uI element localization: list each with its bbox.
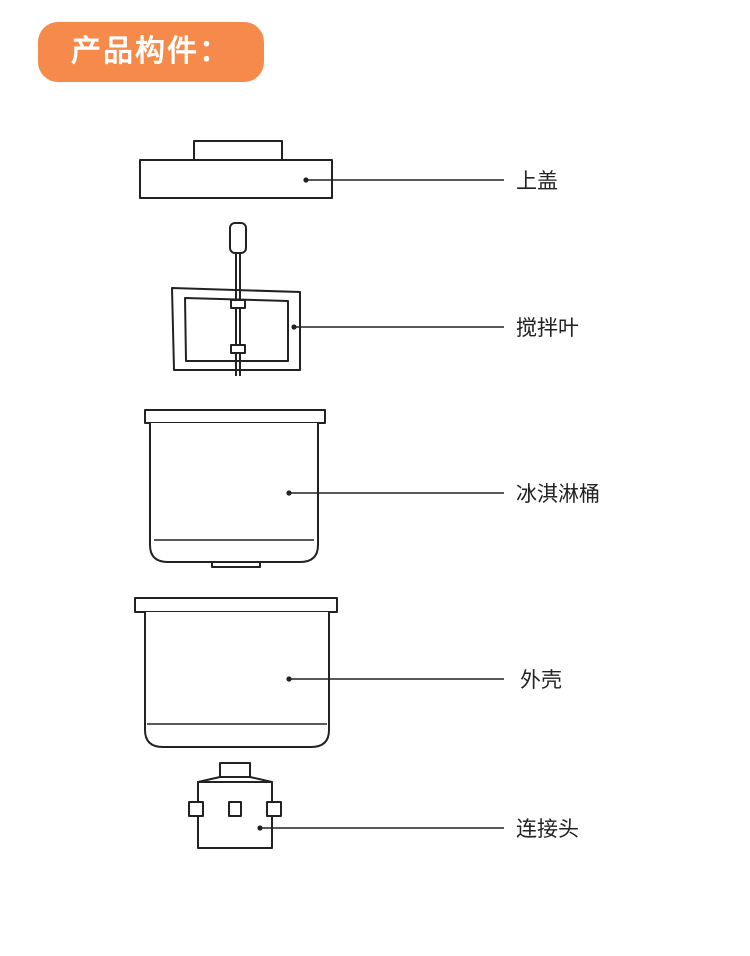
shell-drawing: [134, 597, 338, 748]
label-bucket: 冰淇淋桶: [516, 482, 600, 506]
label-shell: 外壳: [520, 668, 562, 692]
connector-drawing: [188, 762, 282, 849]
label-paddle: 搅拌叶: [516, 316, 579, 340]
label-lid: 上盖: [516, 169, 558, 193]
leader-lines: [260, 179, 504, 829]
label-connector: 连接头: [516, 817, 579, 841]
bucket-drawing: [144, 409, 326, 568]
section-title-badge: 产品构件：: [38, 22, 264, 82]
leader-dots: [257, 177, 309, 831]
lid-drawing: [139, 140, 333, 199]
paddle-drawing: [171, 222, 301, 376]
